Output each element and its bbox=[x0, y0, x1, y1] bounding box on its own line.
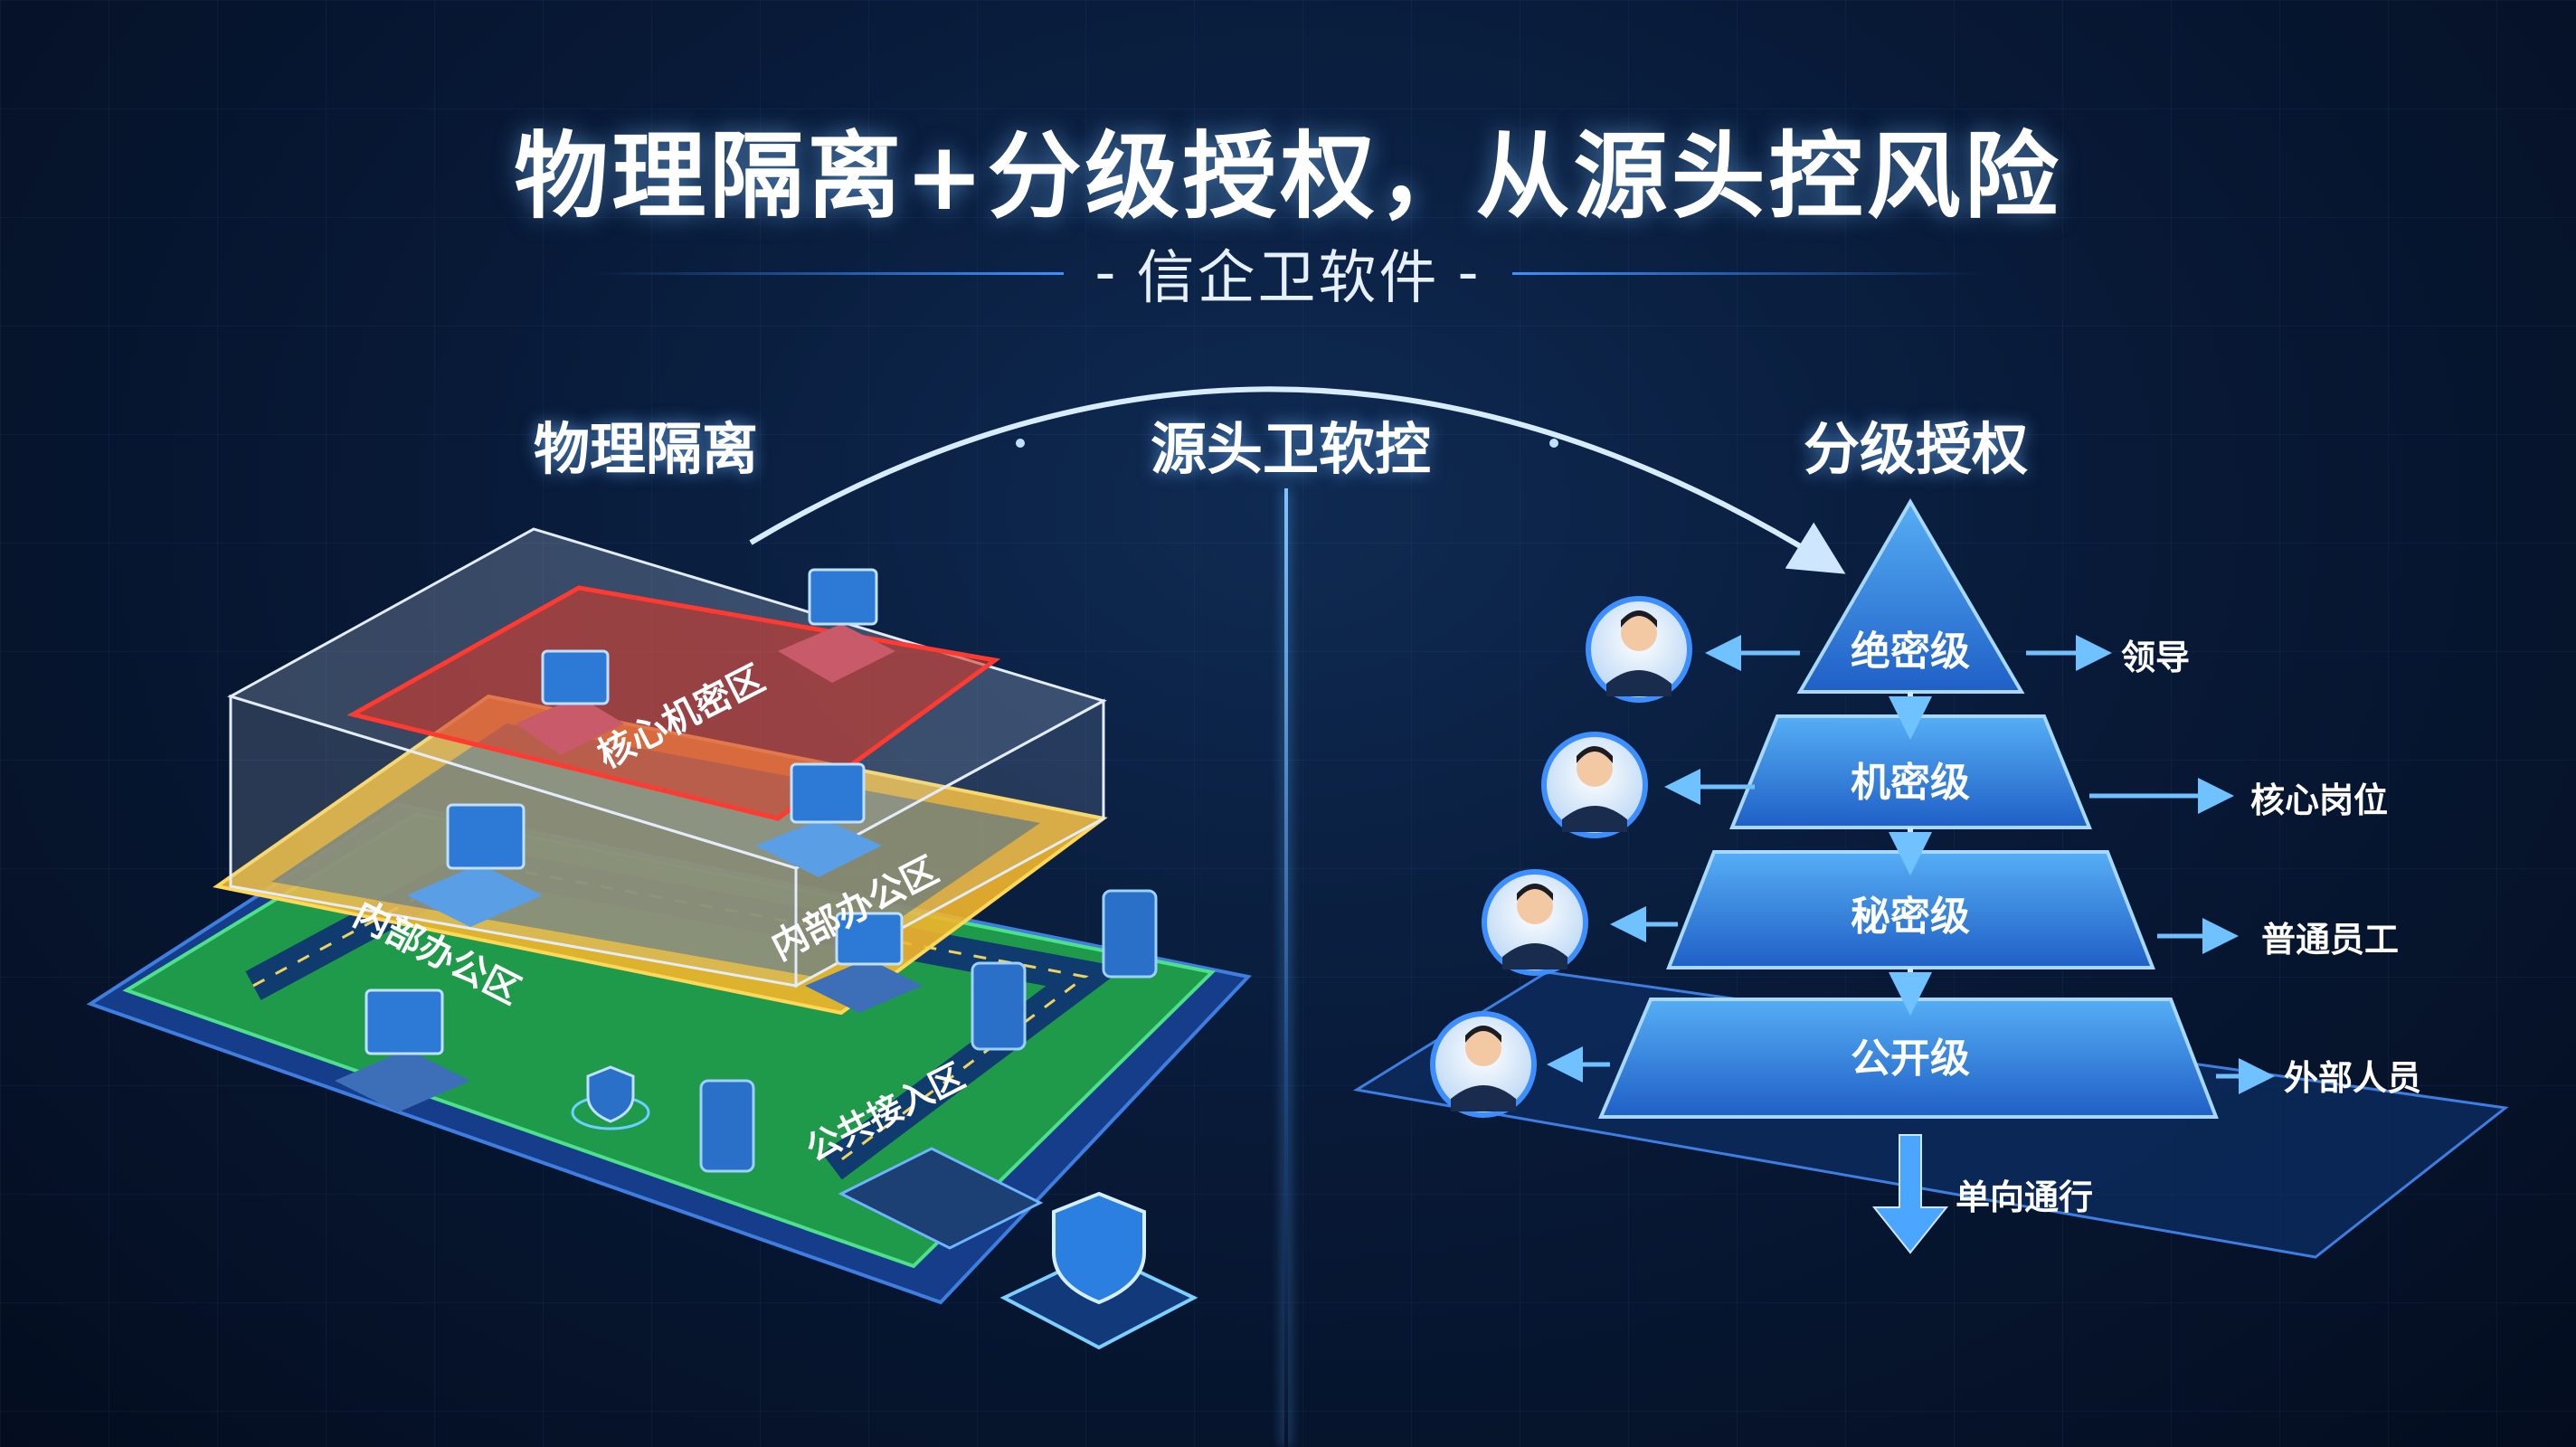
role-label-core-post: 核心岗位 bbox=[2250, 780, 2388, 820]
tier-label-secret: 秘密级 bbox=[1851, 894, 1970, 940]
server-icon bbox=[1102, 889, 1158, 979]
page-title: 物理隔离+分级授权，从源头控风险 bbox=[514, 121, 2062, 232]
shield-icon bbox=[999, 1191, 1198, 1350]
tier-label-confidential: 机密级 bbox=[1851, 760, 1970, 806]
section-label-tiered-authorization: 分级授权 bbox=[1804, 416, 2029, 482]
section-label-source-control: 源头卫软控 bbox=[1151, 416, 1432, 482]
source-arc bbox=[749, 386, 1846, 574]
section-label-physical-isolation: 物理隔离 bbox=[534, 416, 759, 482]
role-label-external: 外部人员 bbox=[2284, 1058, 2421, 1098]
isolation-stack bbox=[86, 527, 1252, 1350]
gateway-strip bbox=[838, 1147, 1044, 1250]
server-icon bbox=[971, 961, 1027, 1051]
tier-label-public: 公开级 bbox=[1851, 1036, 1970, 1082]
one-way-arrow bbox=[1871, 1134, 1949, 1254]
pyramid-tier-public bbox=[1597, 998, 2219, 1119]
one-way-label: 单向通行 bbox=[1956, 1177, 2093, 1217]
shield-icon bbox=[571, 1065, 650, 1130]
subtitle-line-left bbox=[593, 271, 1065, 275]
arc-dot-right bbox=[1549, 439, 1558, 448]
monitor-icon bbox=[805, 912, 923, 1013]
monitor-icon bbox=[755, 762, 882, 877]
arc-dot-left bbox=[1016, 439, 1025, 448]
subtitle-row: - 信企卫软件 - bbox=[0, 237, 2576, 312]
role-label-leader: 领导 bbox=[2121, 638, 2190, 677]
subtitle: 信企卫软件 bbox=[1136, 245, 1440, 312]
monitor-icon bbox=[407, 803, 543, 927]
pyramid-tier-confidential bbox=[1729, 714, 2092, 829]
person-avatar-icon bbox=[1482, 869, 1588, 976]
subtitle-dash-right: - bbox=[1457, 240, 1482, 307]
subtitle-line-right bbox=[1511, 271, 1983, 275]
subtitle-dash-left: - bbox=[1094, 240, 1119, 307]
person-avatar-icon bbox=[1586, 596, 1692, 703]
role-label-staff: 普通员工 bbox=[2261, 920, 2399, 960]
center-divider bbox=[1284, 488, 1288, 1447]
tier-label-top-secret: 绝密级 bbox=[1851, 629, 1970, 675]
monitor-icon bbox=[778, 568, 895, 683]
monitor-icon bbox=[335, 988, 470, 1112]
person-avatar-icon bbox=[1541, 732, 1648, 838]
server-icon bbox=[699, 1079, 755, 1173]
pyramid-tier-secret bbox=[1666, 850, 2155, 969]
monitor-icon bbox=[516, 649, 624, 755]
person-avatar-icon bbox=[1430, 1011, 1537, 1118]
